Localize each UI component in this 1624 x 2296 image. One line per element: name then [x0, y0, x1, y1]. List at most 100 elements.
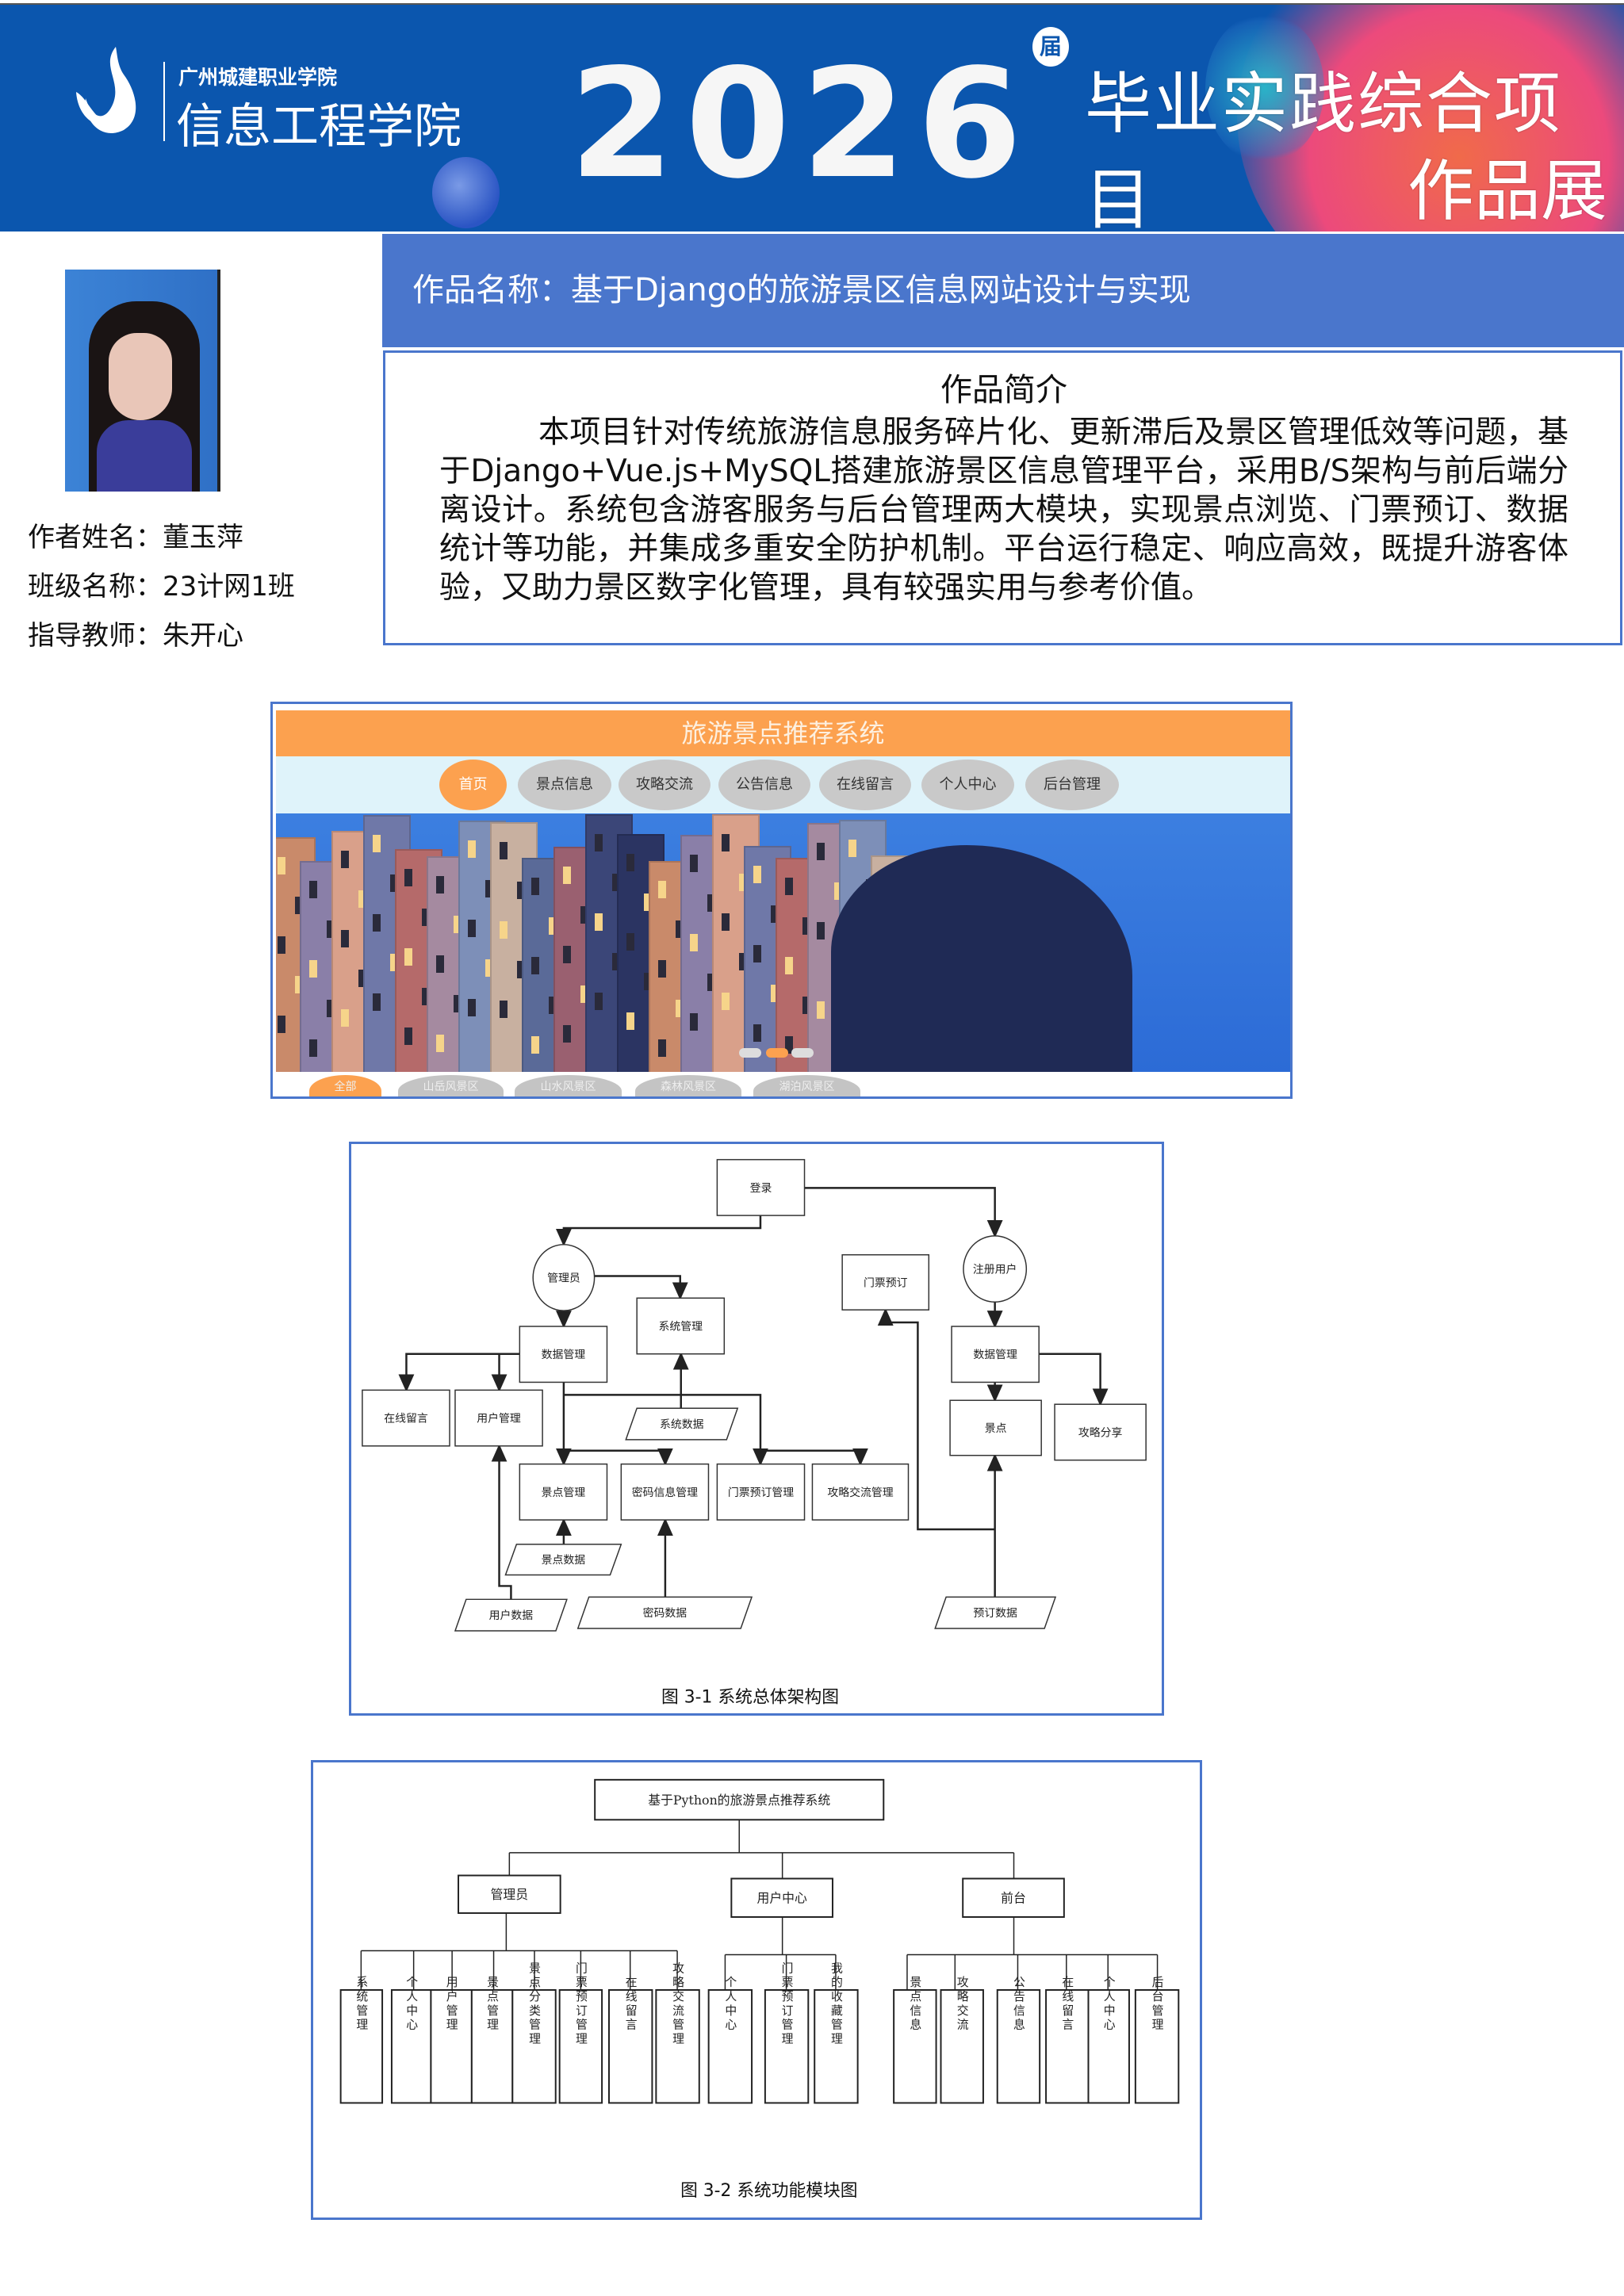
- module-label: 我的收藏管理: [829, 1961, 843, 2046]
- window-shape: [644, 972, 652, 990]
- nav-item[interactable]: 景点信息: [518, 760, 611, 810]
- nav-item[interactable]: 公告信息: [718, 760, 810, 810]
- nav-item[interactable]: 个人中心: [921, 760, 1014, 810]
- module-label: 攻略交流: [956, 1976, 969, 2032]
- diagram-node-shape: [504, 1544, 622, 1576]
- window-shape: [817, 1001, 825, 1020]
- window-shape: [278, 857, 285, 874]
- module-label: 门票预订管理: [780, 1961, 794, 2046]
- college-logo-icon: [76, 47, 136, 134]
- window-shape: [658, 1039, 666, 1057]
- carousel-dot[interactable]: [739, 1048, 761, 1058]
- window-shape: [802, 997, 810, 1015]
- window-shape: [626, 1012, 634, 1030]
- diagram-node-shape: [519, 1326, 608, 1383]
- module-box: [996, 1989, 1041, 2104]
- category-tab[interactable]: 湖泊风景区: [753, 1075, 860, 1096]
- module-label: 在线留言: [624, 1976, 638, 2032]
- site-nav: 首页景点信息攻略交流公告信息在线留言个人中心后台管理: [276, 756, 1290, 813]
- window-shape: [517, 882, 525, 900]
- slogan-line2: 作品展: [1408, 152, 1608, 230]
- diagram-node-shape: [716, 1463, 806, 1521]
- window-shape: [834, 882, 842, 901]
- module-label: 景点管理: [485, 1976, 499, 2032]
- diagram-node-label: 密码信息管理: [632, 1486, 698, 1499]
- window-shape: [626, 932, 634, 951]
- diagram-node-label: 数据管理: [542, 1349, 586, 1361]
- module-label: 个人中心: [1102, 1976, 1116, 2032]
- window-shape: [500, 842, 508, 860]
- connector-arrow: [1039, 1353, 1109, 1406]
- college-name: 信息工程学院: [176, 99, 462, 155]
- window-shape: [531, 1035, 539, 1054]
- window-shape: [753, 944, 761, 962]
- window-shape: [817, 843, 825, 861]
- diagram-node-label: 密码数据: [643, 1606, 688, 1620]
- window-shape: [485, 880, 493, 897]
- carousel-dot[interactable]: [766, 1048, 788, 1058]
- module-label: 攻略交流管理: [671, 1961, 684, 2046]
- intro-body: 本项目针对传统旅游信息服务碎片化、更新滞后及景区管理低效等问题，基于Django…: [439, 415, 1568, 606]
- nav-item[interactable]: 在线留言: [819, 760, 911, 810]
- module-box: [764, 1989, 810, 2104]
- category-tab[interactable]: 山岳风景区: [398, 1075, 504, 1096]
- window-shape: [612, 874, 620, 892]
- module-box: [458, 1874, 561, 1915]
- module-box: [730, 1877, 833, 1918]
- connector-arrow: [555, 1215, 762, 1247]
- nav-item[interactable]: 后台管理: [1025, 760, 1119, 810]
- module-label: 在线留言: [1060, 1976, 1074, 2032]
- nav-item[interactable]: 攻略交流: [619, 760, 710, 810]
- window-shape: [612, 953, 620, 971]
- window-shape: [563, 866, 571, 884]
- diagram-node-shape: [532, 1244, 596, 1311]
- diagram-node-shape: [636, 1297, 726, 1355]
- category-tab[interactable]: 森林风景区: [635, 1075, 741, 1096]
- window-shape: [373, 835, 381, 853]
- year: 2026: [569, 36, 1033, 212]
- diagram-node-shape: [841, 1253, 930, 1311]
- window-shape: [739, 873, 747, 891]
- window-shape: [580, 905, 588, 924]
- diagram-node-label: 预订数据: [973, 1607, 1017, 1620]
- carousel-dot[interactable]: [791, 1048, 814, 1058]
- diagram-caption: 图 3-1 系统总体架构图: [661, 1687, 839, 1707]
- window-shape: [454, 994, 462, 1012]
- module-box: [511, 1989, 557, 2104]
- category-tab[interactable]: 山水风景区: [515, 1075, 622, 1096]
- window-shape: [626, 853, 634, 871]
- module-box: [470, 1989, 514, 2104]
- project-title: 作品名称：基于Django的旅游景区信息网站设计与实现: [382, 234, 1624, 347]
- banner-header: 广州城建职业学院 信息工程学院 2026 届 毕业实践综合项目 作品展: [0, 3, 1624, 232]
- window-shape: [341, 851, 349, 869]
- window-shape: [485, 959, 493, 977]
- window-shape: [436, 955, 444, 973]
- window-shape: [327, 920, 335, 938]
- diagram-node-label: 注册用户: [973, 1263, 1017, 1276]
- connector-arrow: [398, 1353, 520, 1392]
- diagram-node-label: 登录: [750, 1182, 772, 1195]
- author-teacher: 指导教师：朱开心: [28, 620, 243, 652]
- window-shape: [358, 970, 366, 988]
- window-shape: [785, 1036, 793, 1054]
- module-label: 个人中心: [404, 1976, 418, 2032]
- diagram-node-label: 景点管理: [542, 1487, 586, 1499]
- window-shape: [327, 999, 335, 1017]
- window-shape: [753, 865, 761, 883]
- window-shape: [468, 920, 476, 937]
- connector-arrow: [877, 1307, 995, 1531]
- module-diagram-svg: 基于Python的旅游景点推荐系统管理员系统管理个人中心用户管理景点管理景点分类…: [339, 1778, 1180, 2201]
- nav-item[interactable]: 首页: [439, 760, 507, 810]
- intro-box: 作品简介 本项目针对传统旅游信息服务碎片化、更新滞后及景区管理低效等问题，基于D…: [383, 350, 1622, 645]
- diagram-node-label: 系统管理: [658, 1320, 703, 1333]
- category-tab[interactable]: 全部: [309, 1075, 381, 1096]
- module-label: 系统管理: [354, 1976, 368, 2032]
- window-shape: [707, 973, 715, 991]
- window-shape: [517, 961, 525, 979]
- module-box: [940, 1989, 984, 2104]
- window-shape: [436, 875, 444, 894]
- window-shape: [676, 920, 684, 938]
- window-shape: [722, 913, 730, 931]
- window-shape: [690, 854, 698, 872]
- window-shape: [468, 840, 476, 858]
